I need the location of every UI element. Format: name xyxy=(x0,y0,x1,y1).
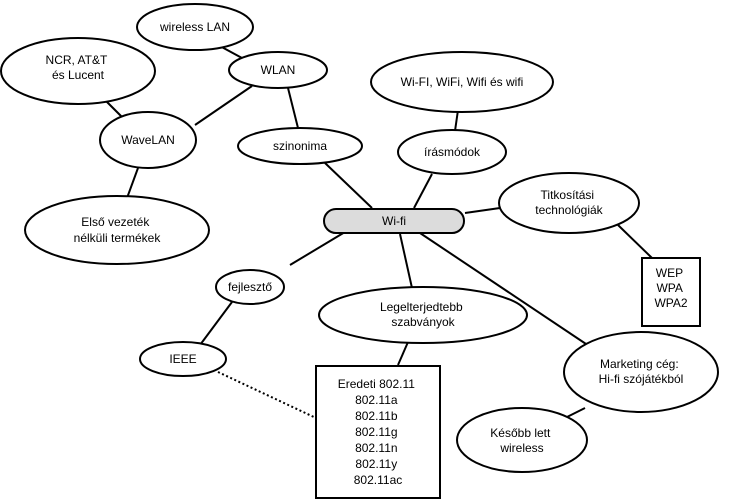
edge-irasmodok-center xyxy=(413,173,433,209)
edge-legelterjedtebb-box xyxy=(397,341,409,366)
connectors xyxy=(104,44,653,419)
node-wavelan-shape xyxy=(99,111,197,169)
node-wlan-shape xyxy=(228,51,328,89)
node-elso-vezetek-label: Első vezeték nélküli termékek xyxy=(74,215,162,245)
standard-item: Eredeti 802.11 xyxy=(338,377,415,391)
node-wifi-variants-shape xyxy=(370,51,554,113)
node-ieee-shape xyxy=(139,341,227,377)
edge-titkositasi-box xyxy=(617,224,653,259)
node-marketing-line-1: Marketing cég: xyxy=(600,357,679,371)
node-elso-vezetek-shape xyxy=(24,195,210,265)
node-legelterjedtebb-line-1: Legelterjedtebb xyxy=(380,300,463,314)
node-wlan-label: WLAN xyxy=(261,63,296,77)
encryption-item: WEP xyxy=(656,266,683,280)
node-kesobb-shape xyxy=(456,407,588,473)
standard-item: 802.11y xyxy=(355,457,397,471)
encryption-item: WPA2 xyxy=(654,296,687,310)
node-legelterjedtebb-shape xyxy=(318,286,528,344)
node-szinonima-label: szinonima xyxy=(273,139,327,153)
node-titkositasi-line-2: technológiák xyxy=(535,203,603,217)
encryption-box xyxy=(641,257,701,327)
encryption-box-text: WEP WPA WPA2 xyxy=(654,266,687,310)
standard-item: 802.11n xyxy=(355,441,398,455)
node-ieee-label: IEEE xyxy=(169,352,196,366)
node-wifi-variants-label: Wi-FI, WiFi, Wifi és wifi xyxy=(401,75,524,89)
edge-wavelan-elso xyxy=(126,167,139,199)
edge-ieee-standards xyxy=(217,371,317,419)
node-kesobb-label: Később lett wireless xyxy=(490,426,553,455)
node-ncr-shape xyxy=(0,37,156,105)
center-node-shape xyxy=(323,208,465,234)
node-wireless-lan-label: wireless LAN xyxy=(159,20,230,34)
center-label: Wi-fi xyxy=(382,214,406,228)
edge-fejleszto-ieee xyxy=(199,301,233,346)
node-ncr-line-1: NCR, AT&T xyxy=(46,53,108,67)
node-fejleszto-shape xyxy=(215,269,285,305)
edge-wavelan-wlan xyxy=(194,85,253,126)
node-kesobb-line-2: wireless xyxy=(499,441,543,455)
edge-marketing-kesobb xyxy=(564,407,586,419)
node-irasmodok-shape xyxy=(397,129,507,175)
node-irasmodok-label: írásmódok xyxy=(424,145,481,159)
node-fejleszto-label: fejlesztő xyxy=(228,280,272,294)
node-ncr-label: NCR, AT&T és Lucent xyxy=(46,53,111,82)
node-ncr-line-2: és Lucent xyxy=(52,68,105,82)
node-marketing-label: Marketing cég: Hi-fi szójátékból xyxy=(599,357,684,386)
edge-center-marketing xyxy=(419,232,596,351)
encryption-item: WPA xyxy=(656,281,682,295)
edge-wlan-szinonima xyxy=(287,87,299,129)
node-legelterjedtebb-line-2: szabványok xyxy=(391,315,455,329)
edge-irasmodok-variants xyxy=(454,109,459,132)
node-titkositasi-shape xyxy=(498,172,640,234)
node-wireless-lan-shape xyxy=(136,3,254,51)
edge-center-fejleszto xyxy=(289,231,346,266)
standards-box xyxy=(315,365,441,499)
edge-szinonima-center xyxy=(324,162,373,209)
standard-item: 802.11b xyxy=(355,409,398,423)
node-titkositasi-label: Titkosítási technológiák xyxy=(535,188,603,217)
standard-item: 802.11ac xyxy=(354,473,403,487)
node-legelterjedtebb-label: Legelterjedtebb szabványok xyxy=(380,300,466,329)
edge-center-legelterjedtebb xyxy=(399,233,413,289)
node-elso-vezetek-line-1: Első vezeték xyxy=(81,215,150,229)
node-wavelan-label: WaveLAN xyxy=(121,133,175,147)
standards-box-text: Eredeti 802.11 802.11a 802.11b 802.11g 8… xyxy=(338,377,419,487)
node-szinonima-shape xyxy=(237,127,363,165)
node-marketing-shape xyxy=(563,331,719,413)
node-marketing-line-2: Hi-fi szójátékból xyxy=(599,372,684,386)
node-elso-vezetek-line-2: nélküli termékek xyxy=(74,231,162,245)
edge-center-titkositasi xyxy=(464,207,501,214)
node-kesobb-line-1: Később lett xyxy=(490,426,551,440)
node-titkositasi-line-1: Titkosítási xyxy=(541,188,595,202)
standard-item: 802.11g xyxy=(355,425,398,439)
standard-item: 802.11a xyxy=(355,393,398,407)
